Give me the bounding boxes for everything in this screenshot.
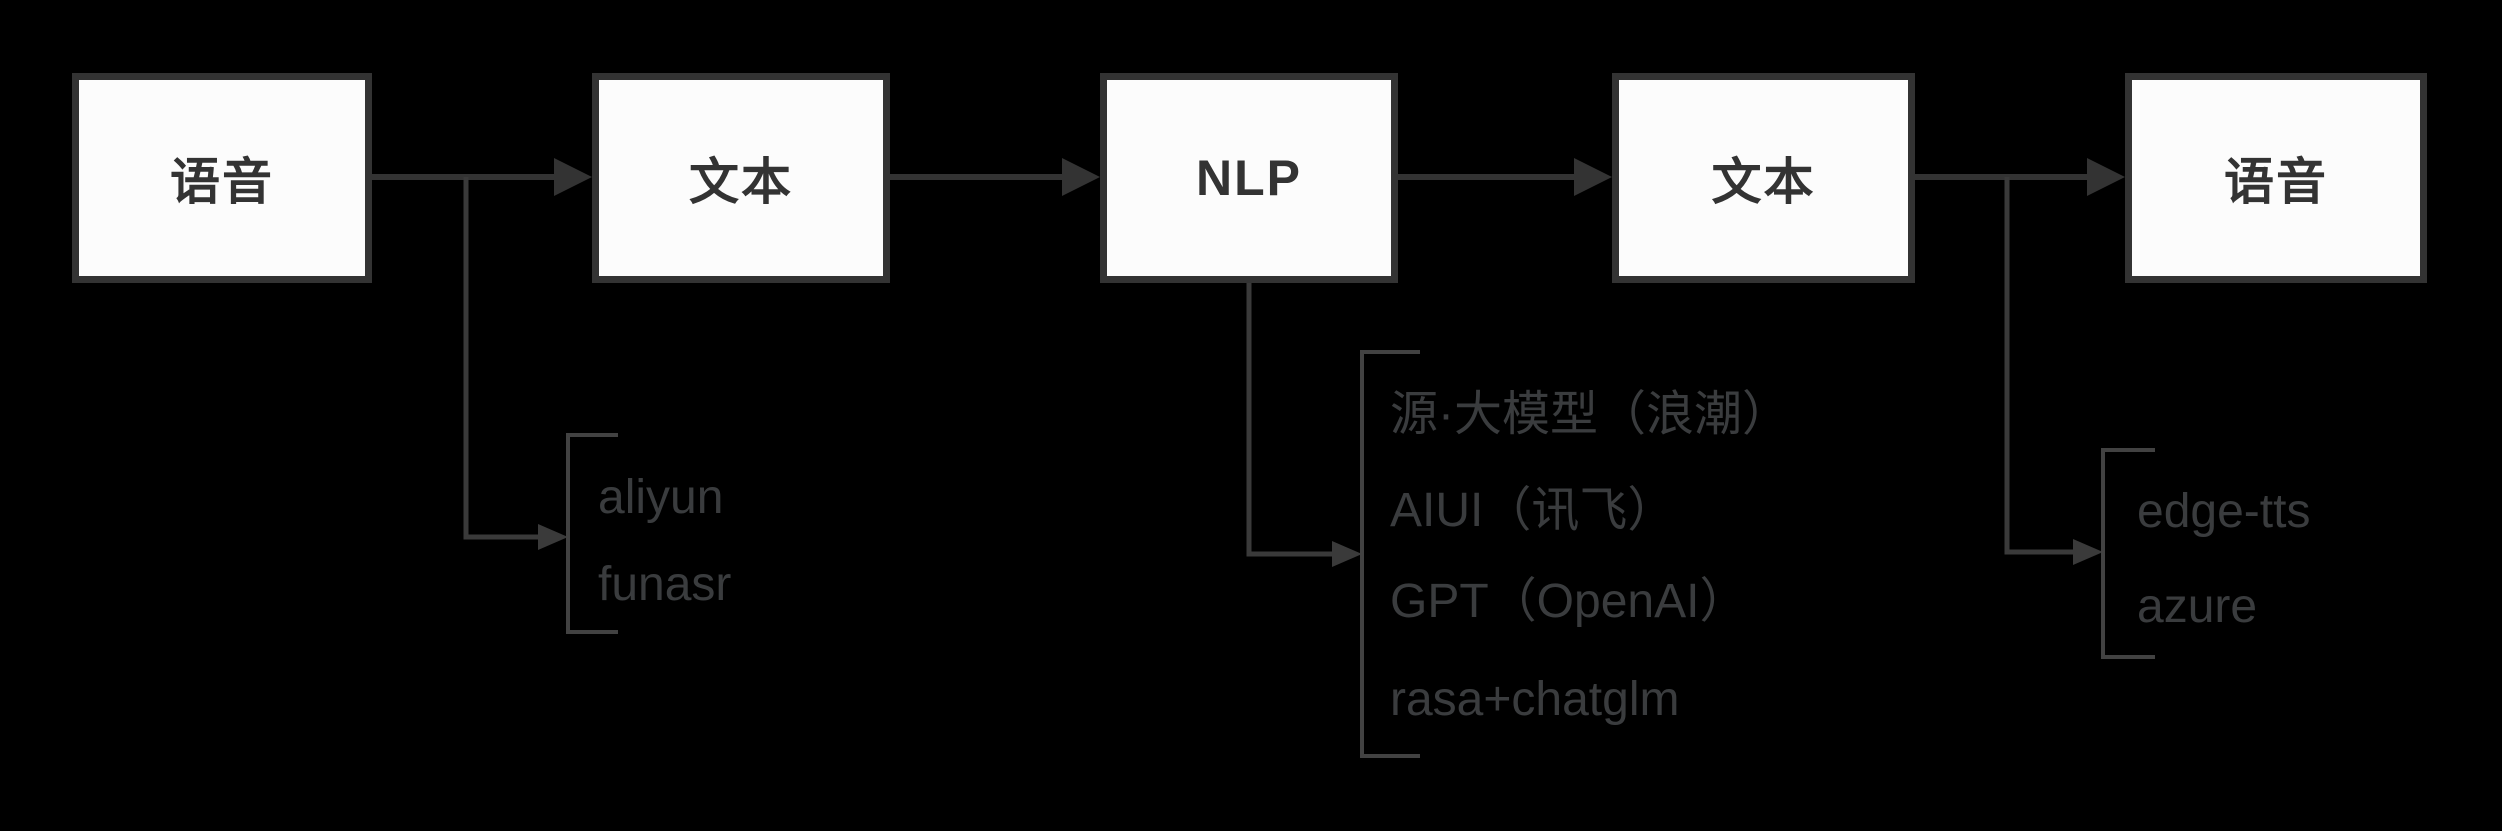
node-voice-input-label: 语音 xyxy=(170,154,274,210)
nlp-tool-yuan-large-model: 源·大模型（浪潮） xyxy=(1390,388,1790,441)
branch-connector-asr xyxy=(463,177,568,550)
node-voice-output: 语音 xyxy=(2125,73,2427,283)
asr-tool-aliyun: aliyun xyxy=(598,471,724,524)
flow-arrow-text-to-nlp xyxy=(890,158,1100,196)
node-voice-output-label: 语音 xyxy=(2224,154,2328,210)
tts-tool-edge-tts: edge-tts xyxy=(2137,485,2311,538)
nlp-tool-aiui: AIUI（讯飞） xyxy=(1390,484,1676,537)
bracket-nlp-tools xyxy=(1360,350,1420,758)
node-nlp-label: NLP xyxy=(1196,150,1302,206)
bracket-tts-tools xyxy=(2101,448,2155,659)
flow-arrow-voice-to-text xyxy=(372,158,592,196)
node-voice-input: 语音 xyxy=(72,73,372,283)
node-text-nlp-output-label: 文本 xyxy=(1711,154,1816,210)
nlp-tool-gpt: GPT（OpenAI） xyxy=(1390,575,1748,628)
flow-arrow-nlp-to-text xyxy=(1398,158,1612,196)
node-nlp: NLP xyxy=(1100,73,1398,283)
node-text-asr-output-label: 文本 xyxy=(689,154,793,210)
branch-connector-tts xyxy=(2004,177,2103,565)
nlp-tool-rasa-chatglm: rasa+chatglm xyxy=(1390,673,1680,726)
flow-arrow-text-to-voice xyxy=(1915,158,2125,196)
node-text-nlp-output: 文本 xyxy=(1612,73,1915,283)
node-text-asr-output: 文本 xyxy=(592,73,890,283)
bracket-asr-tools xyxy=(566,433,618,634)
asr-tool-funasr: funasr xyxy=(598,558,732,611)
branch-connector-nlp xyxy=(1246,283,1362,567)
tts-tool-azure: azure xyxy=(2137,580,2258,633)
